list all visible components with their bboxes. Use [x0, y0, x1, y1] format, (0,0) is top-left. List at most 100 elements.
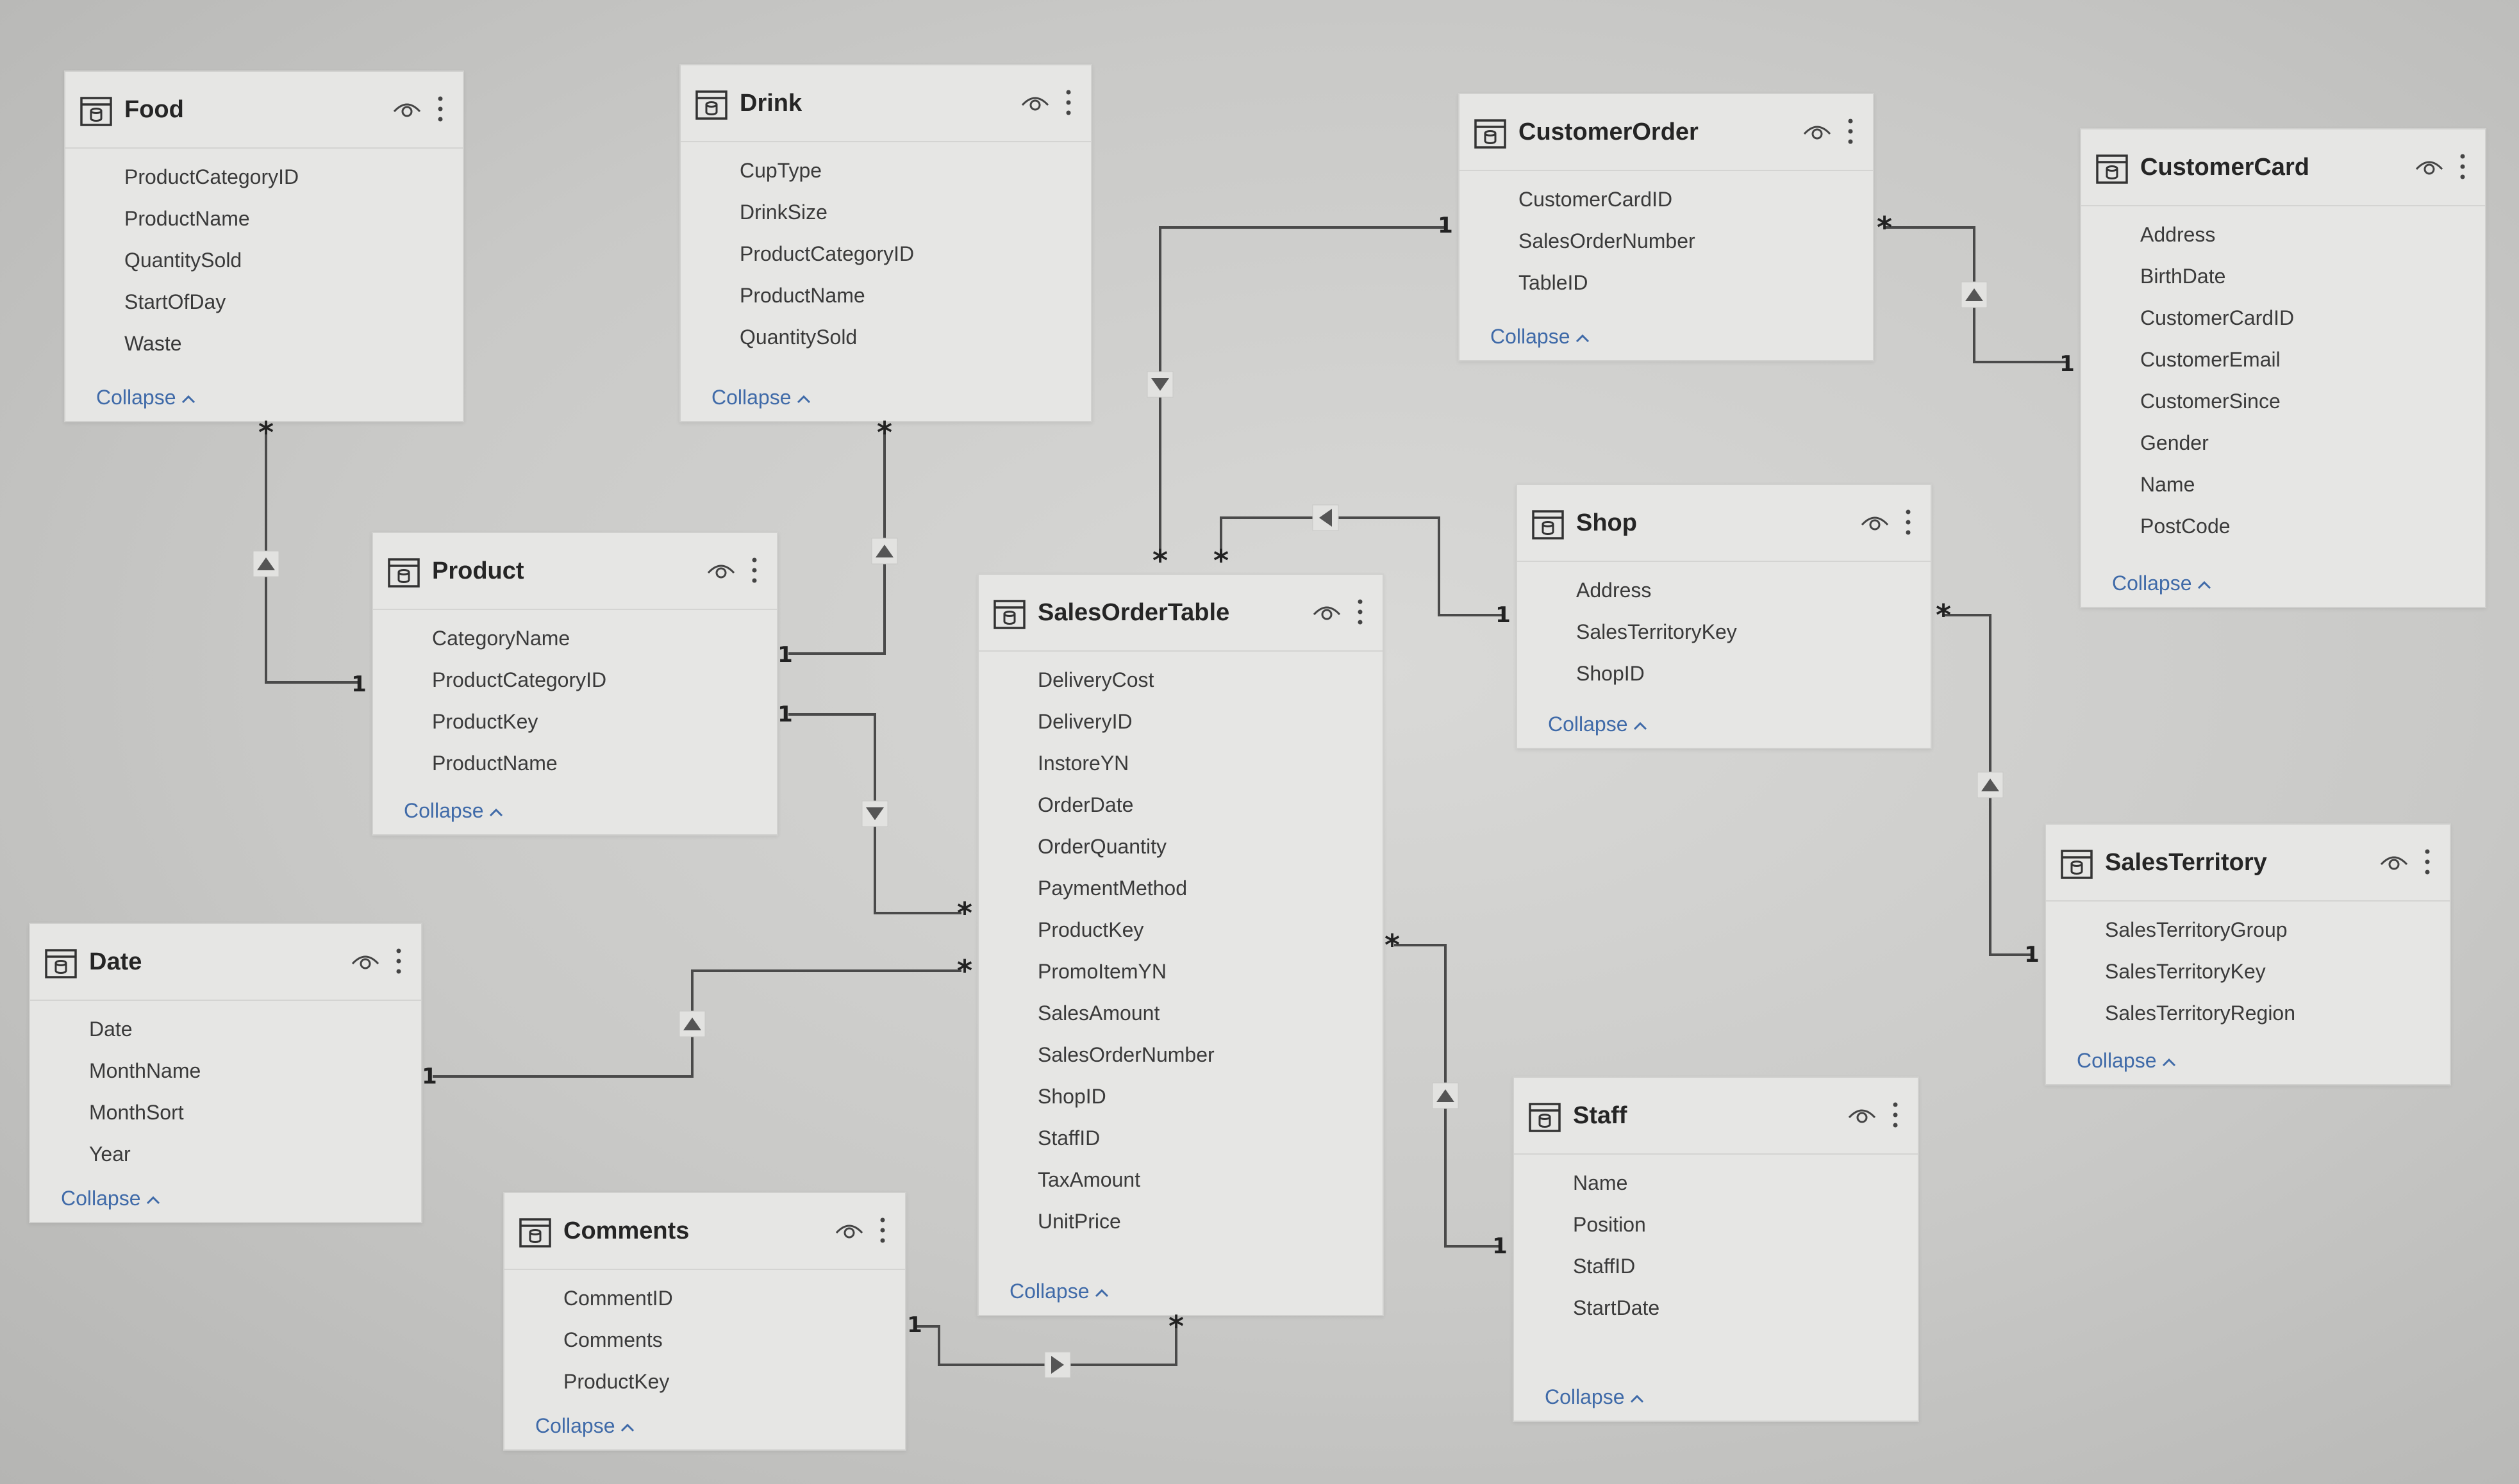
field-address[interactable]: Address — [2140, 223, 2216, 246]
field-instore-yn[interactable]: InstoreYN — [1038, 752, 1129, 775]
field-order-quantity[interactable]: OrderQuantity — [1038, 835, 1167, 858]
field-payment-method[interactable]: PaymentMethod — [1038, 877, 1188, 900]
field-sales-territory-group[interactable]: SalesTerritoryGroup — [2105, 918, 2288, 941]
field-product-key[interactable]: ProductKey — [563, 1370, 670, 1393]
field-shop-id[interactable]: ShopID — [1038, 1085, 1106, 1108]
sales-order-table-table-header[interactable]: SalesOrderTable — [979, 575, 1383, 652]
field-quantity-sold[interactable]: QuantitySold — [124, 249, 242, 272]
collapse-link[interactable]: Collapse — [1490, 325, 1590, 349]
more-options-icon[interactable] — [1064, 88, 1073, 117]
field-delivery-id[interactable]: DeliveryID — [1038, 710, 1133, 733]
field-month-name[interactable]: MonthName — [89, 1059, 201, 1082]
visibility-eye-icon[interactable] — [1020, 92, 1050, 113]
field-comments[interactable]: Comments — [563, 1328, 663, 1351]
date-table-header[interactable]: Date — [30, 924, 421, 1001]
visibility-eye-icon[interactable] — [351, 951, 380, 971]
field-sales-territory-key[interactable]: SalesTerritoryKey — [2105, 960, 2266, 983]
field-birth-date[interactable]: BirthDate — [2140, 265, 2226, 288]
more-options-icon[interactable] — [878, 1216, 887, 1244]
field-promo-item-yn[interactable]: PromoItemYN — [1038, 960, 1167, 983]
field-month-sort[interactable]: MonthSort — [89, 1101, 184, 1124]
visibility-eye-icon[interactable] — [1802, 121, 1832, 142]
food-table-header[interactable]: Food — [65, 72, 463, 149]
field-customer-card-id[interactable]: CustomerCardID — [1518, 188, 1673, 211]
collapse-link[interactable]: Collapse — [61, 1187, 160, 1210]
field-name[interactable]: Name — [2140, 473, 2195, 496]
sales-territory-table-header[interactable]: SalesTerritory — [2046, 825, 2450, 902]
field-unit-price[interactable]: UnitPrice — [1038, 1210, 1121, 1233]
field-sales-territory-region[interactable]: SalesTerritoryRegion — [2105, 1002, 2296, 1025]
field-product-key[interactable]: ProductKey — [1038, 918, 1144, 941]
filter-direction-box[interactable] — [1961, 281, 1988, 308]
relationship-line-sales-order-table-shop[interactable] — [1220, 516, 1503, 616]
visibility-eye-icon[interactable] — [2379, 852, 2409, 872]
visibility-eye-icon[interactable] — [1860, 512, 1890, 532]
collapse-link[interactable]: Collapse — [1010, 1280, 1109, 1303]
visibility-eye-icon[interactable] — [2415, 156, 2444, 177]
field-post-code[interactable]: PostCode — [2140, 515, 2231, 538]
collapse-link[interactable]: Collapse — [1545, 1385, 1644, 1409]
visibility-eye-icon[interactable] — [392, 99, 422, 119]
visibility-eye-icon[interactable] — [1847, 1105, 1877, 1125]
more-options-icon[interactable] — [1891, 1101, 1900, 1129]
relationship-line-sales-order-table-customer-order[interactable] — [1159, 226, 1445, 561]
field-category-name[interactable]: CategoryName — [432, 627, 570, 650]
field-start-date[interactable]: StartDate — [1573, 1296, 1660, 1319]
more-options-icon[interactable] — [2423, 848, 2432, 876]
field-sales-territory-key[interactable]: SalesTerritoryKey — [1576, 620, 1737, 643]
field-comment-id[interactable]: CommentID — [563, 1287, 673, 1310]
field-product-name[interactable]: ProductName — [432, 752, 558, 775]
filter-direction-box[interactable] — [1312, 504, 1339, 531]
relationship-line-drink-product[interactable] — [788, 433, 886, 655]
more-options-icon[interactable] — [1846, 117, 1855, 145]
field-product-name[interactable]: ProductName — [124, 207, 250, 230]
more-options-icon[interactable] — [2458, 153, 2467, 181]
collapse-link[interactable]: Collapse — [2077, 1049, 2176, 1073]
field-waste[interactable]: Waste — [124, 332, 182, 355]
comments-table-header[interactable]: Comments — [504, 1193, 905, 1270]
field-quantity-sold[interactable]: QuantitySold — [740, 326, 858, 349]
collapse-link[interactable]: Collapse — [535, 1414, 635, 1438]
customer-card-table-header[interactable]: CustomerCard — [2081, 129, 2485, 206]
field-product-category-id[interactable]: ProductCategoryID — [740, 242, 915, 265]
field-gender[interactable]: Gender — [2140, 431, 2209, 454]
collapse-link[interactable]: Collapse — [1548, 713, 1647, 736]
field-customer-card-id[interactable]: CustomerCardID — [2140, 306, 2295, 329]
field-cup-type[interactable]: CupType — [740, 159, 822, 182]
field-tax-amount[interactable]: TaxAmount — [1038, 1168, 1141, 1191]
field-address[interactable]: Address — [1576, 579, 1652, 602]
field-year[interactable]: Year — [89, 1142, 131, 1166]
visibility-eye-icon[interactable] — [706, 560, 736, 581]
field-shop-id[interactable]: ShopID — [1576, 662, 1645, 685]
field-product-key[interactable]: ProductKey — [432, 710, 538, 733]
field-position[interactable]: Position — [1573, 1213, 1646, 1236]
relationship-line-sales-order-table-comments[interactable] — [917, 1325, 1177, 1366]
staff-table-header[interactable]: Staff — [1514, 1078, 1918, 1155]
field-start-of-day[interactable]: StartOfDay — [124, 290, 226, 313]
more-options-icon[interactable] — [1356, 598, 1365, 626]
field-name[interactable]: Name — [1573, 1171, 1628, 1194]
shop-table-header[interactable]: Shop — [1517, 485, 1931, 562]
collapse-link[interactable]: Collapse — [2112, 572, 2211, 595]
field-sales-amount[interactable]: SalesAmount — [1038, 1002, 1160, 1025]
visibility-eye-icon[interactable] — [1312, 602, 1342, 622]
field-order-date[interactable]: OrderDate — [1038, 793, 1134, 816]
field-table-id[interactable]: TableID — [1518, 271, 1588, 294]
field-customer-since[interactable]: CustomerSince — [2140, 390, 2281, 413]
field-product-category-id[interactable]: ProductCategoryID — [124, 165, 299, 188]
relationship-line-food-product[interactable] — [265, 433, 359, 684]
field-product-category-id[interactable]: ProductCategoryID — [432, 668, 607, 691]
field-date[interactable]: Date — [89, 1018, 133, 1041]
more-options-icon[interactable] — [1904, 508, 1913, 536]
field-sales-order-number[interactable]: SalesOrderNumber — [1518, 229, 1695, 252]
more-options-icon[interactable] — [436, 95, 445, 123]
product-table-header[interactable]: Product — [373, 533, 777, 610]
collapse-link[interactable]: Collapse — [96, 386, 195, 409]
